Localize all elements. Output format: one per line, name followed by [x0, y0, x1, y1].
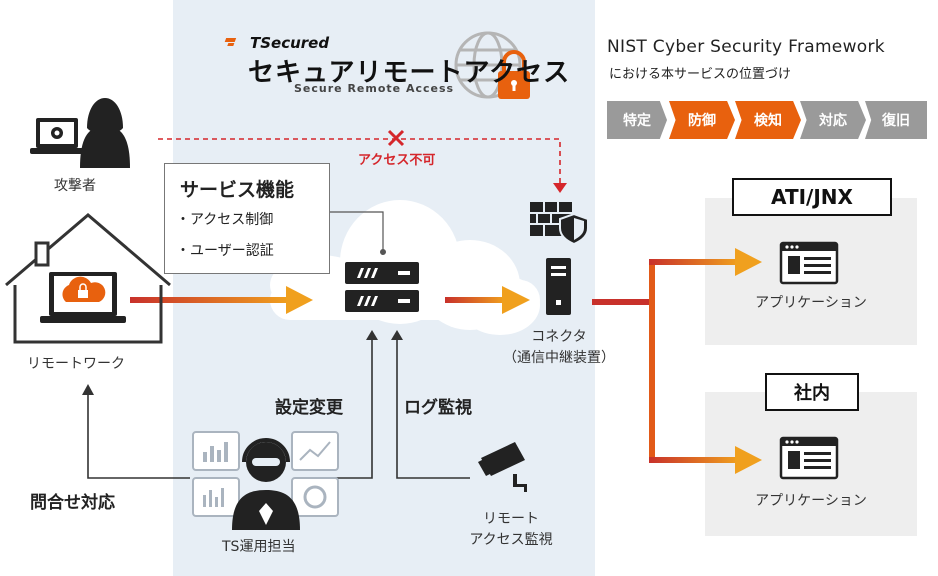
- arrow-server-to-connector: [445, 286, 530, 314]
- app-window-icon-2: [779, 436, 839, 480]
- service-box-pointer: [330, 211, 384, 250]
- remote-work-label: リモートワーク: [27, 356, 125, 372]
- tsecured-mark-icon: [224, 38, 237, 46]
- access-denied-label: アクセス不可: [358, 153, 436, 168]
- house-icon: [5, 213, 171, 344]
- app-label: アプリケーション: [755, 295, 867, 311]
- arrow-connector-to-destinations: [592, 248, 762, 474]
- logo-brand: TSecured: [250, 34, 330, 52]
- server-icon: [345, 262, 419, 312]
- attacker-label: 攻撃者: [54, 178, 96, 194]
- service-box-pointer-dot: [380, 249, 386, 255]
- nist-subtitle: における本サービスの位置づけ: [609, 67, 792, 82]
- blocked-path: [158, 129, 567, 193]
- camera-icon: [478, 442, 527, 492]
- firewall-icon: [530, 202, 589, 246]
- logo-subtitle: Secure Remote Access: [294, 82, 455, 95]
- lock-icon: [498, 50, 530, 99]
- nist-title: NIST Cyber Security Framework: [607, 37, 885, 57]
- connector-icon: [546, 258, 571, 315]
- inquiry-label: 問合せ対応: [30, 493, 115, 513]
- connector-sublabel: （通信中継装置）: [503, 350, 615, 366]
- arrow-remote-to-server: [130, 286, 313, 314]
- log-monitoring-label: ログ監視: [404, 398, 472, 418]
- operator-icon: [192, 431, 339, 530]
- nist-step: 検知: [735, 101, 801, 139]
- connector-label: コネクタ: [531, 329, 587, 345]
- arrow-inquiry: [82, 384, 190, 479]
- app-label: アプリケーション: [755, 493, 867, 509]
- service-feature-item: ・アクセス制御: [176, 212, 274, 228]
- settings-change-label: 設定変更: [275, 398, 343, 418]
- operator-label: TS運用担当: [222, 539, 296, 555]
- nist-step: 対応: [800, 101, 866, 139]
- attacker-icon: [30, 98, 130, 168]
- monitor-label-line2: アクセス監視: [469, 532, 553, 548]
- app-window-icon-1: [779, 241, 839, 285]
- arrow-settings-change: [333, 330, 378, 479]
- service-feature-item: ・ユーザー認証: [176, 243, 274, 259]
- destination-tag-ati: ATI/JNX: [732, 178, 892, 216]
- nist-step: 防御: [669, 101, 735, 139]
- service-features-title: サービス機能: [180, 179, 295, 201]
- monitor-label-line1: リモート: [483, 511, 539, 527]
- arrow-log-monitoring: [391, 330, 470, 479]
- service-features-box: [164, 163, 330, 274]
- nist-step: 復旧: [865, 101, 927, 139]
- logo-title: セキュアリモートアクセス: [248, 58, 571, 88]
- nist-step: 特定: [607, 101, 667, 139]
- destination-tag-internal: 社内: [765, 373, 859, 411]
